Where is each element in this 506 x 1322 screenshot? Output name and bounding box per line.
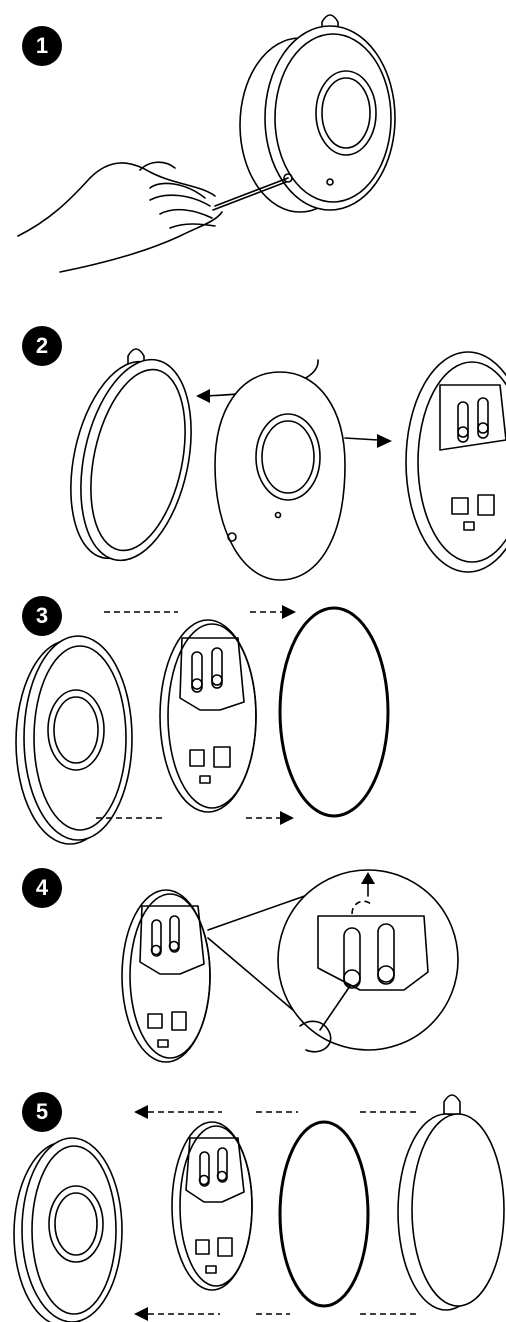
device-housing-icon (398, 1095, 504, 1310)
circuit-board-icon (406, 352, 506, 572)
step-4-illustration (0, 850, 506, 1082)
step-5: 5 (0, 1082, 506, 1322)
circuit-board-icon (160, 620, 256, 812)
step-4: 4 (0, 850, 506, 1082)
step-3-illustration (0, 590, 506, 850)
front-cover-icon (16, 636, 132, 844)
step-3: 3 (0, 590, 506, 850)
step-1: 1 (0, 0, 506, 290)
arrow-icon (134, 1105, 148, 1119)
arrow-icon (196, 389, 210, 403)
circuit-board-icon (278, 870, 458, 1052)
gasket-ring-icon (280, 608, 388, 816)
hand-with-tool-icon (18, 162, 288, 272)
arrow-icon (345, 438, 378, 440)
arrow-icon (282, 605, 296, 619)
circuit-board-icon (172, 1122, 252, 1290)
front-cover-icon (215, 372, 345, 580)
gasket-ring-icon (280, 1122, 368, 1306)
device-housing-icon (240, 15, 395, 212)
arrow-icon (377, 434, 392, 448)
step-2-illustration (0, 290, 506, 590)
arrow-icon (280, 811, 294, 825)
device-housing-icon (54, 349, 208, 571)
front-cover-icon (14, 1138, 122, 1322)
circuit-board-icon (122, 890, 210, 1062)
arrow-icon (134, 1307, 148, 1321)
step-2: 2 (0, 290, 506, 590)
step-1-illustration (0, 0, 506, 290)
step-5-illustration (0, 1082, 506, 1322)
